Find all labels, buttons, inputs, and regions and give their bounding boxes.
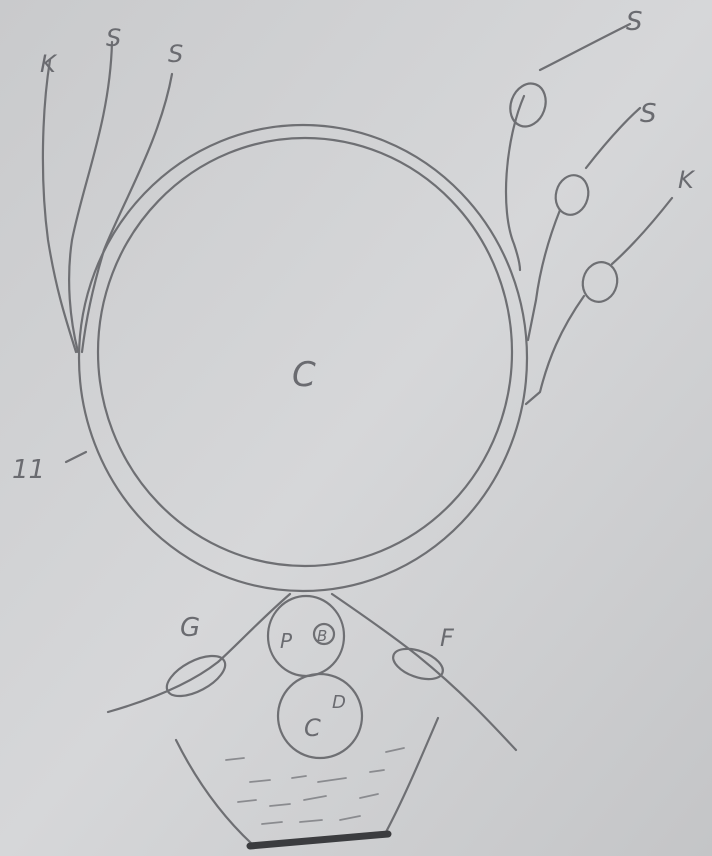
right-top-label-3: K (678, 166, 696, 194)
right-top-label-2: S (640, 99, 657, 129)
left-top-label-2: S (106, 24, 121, 52)
right-top-label-1: S (626, 7, 643, 37)
guide-g-label: G (180, 613, 200, 643)
drum-label: C (292, 355, 316, 395)
guide-f-label: F (440, 624, 455, 652)
roll-p-mark: B (317, 627, 327, 645)
roll-p-label: P (280, 629, 293, 653)
left-top-label-1: K (40, 50, 58, 78)
left-marker-label: 11 (12, 455, 45, 485)
roll-c-mark: D (332, 692, 346, 713)
left-top-label-3: S (168, 40, 183, 68)
roll-c-label: C (304, 714, 321, 742)
